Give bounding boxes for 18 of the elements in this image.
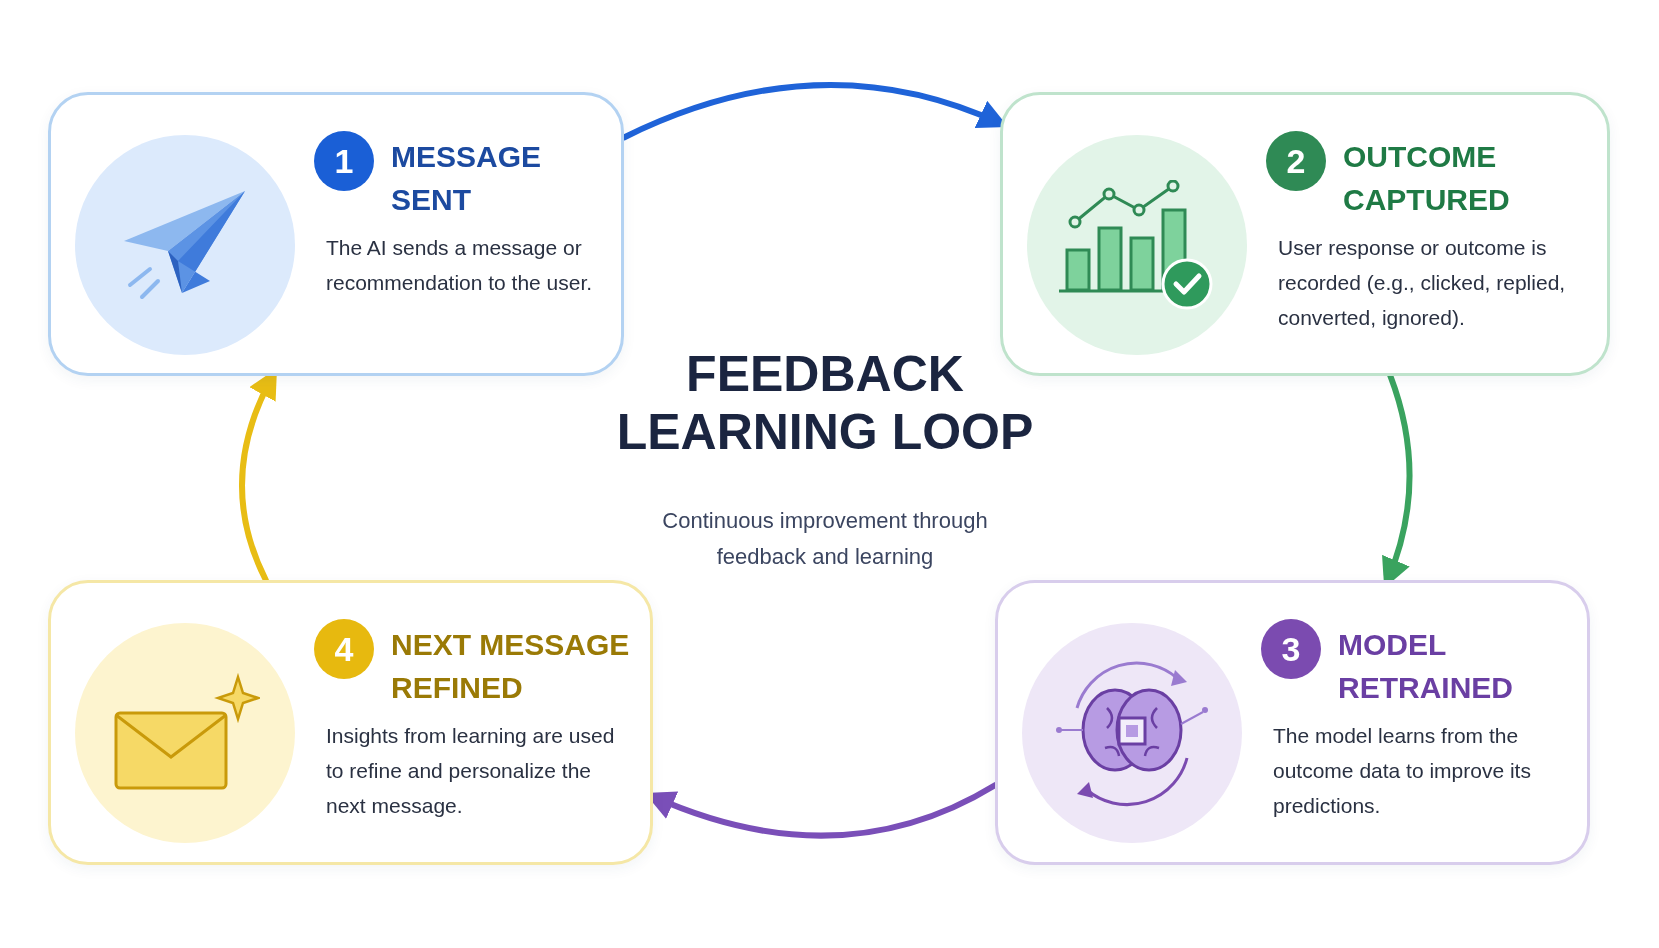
step-heading: MODEL RETRAINED (1338, 627, 1514, 706)
step-description: The AI sends a message or recommendation to the user. (326, 235, 594, 296)
step-description: Insights from learning are used to refine and personalize the next message. (326, 723, 616, 819)
step-card (1000, 92, 1610, 376)
step-card (48, 580, 653, 865)
step-card (48, 92, 624, 376)
step-number: 2 (1266, 131, 1326, 191)
step-number: 3 (1261, 619, 1321, 679)
step-heading: NEXT MESSAGE REFINED (391, 627, 631, 706)
step-description: User response or outcome is recorded (e.g., clicked, replied, converted, ignored). (1278, 235, 1567, 331)
diagram-title: FEEDBACK LEARNING LOOP (615, 345, 1035, 461)
step-number: 1 (314, 131, 374, 191)
step-description: The model learns from the outcome data to improve its predictions. (1273, 723, 1532, 819)
diagram-subtitle: Continuous improvement through feedback and learning (661, 507, 989, 571)
step-heading: MESSAGE SENT (391, 139, 543, 218)
step-card (995, 580, 1590, 865)
step-heading: OUTCOME CAPTURED (1343, 139, 1511, 218)
step-number: 4 (314, 619, 374, 679)
